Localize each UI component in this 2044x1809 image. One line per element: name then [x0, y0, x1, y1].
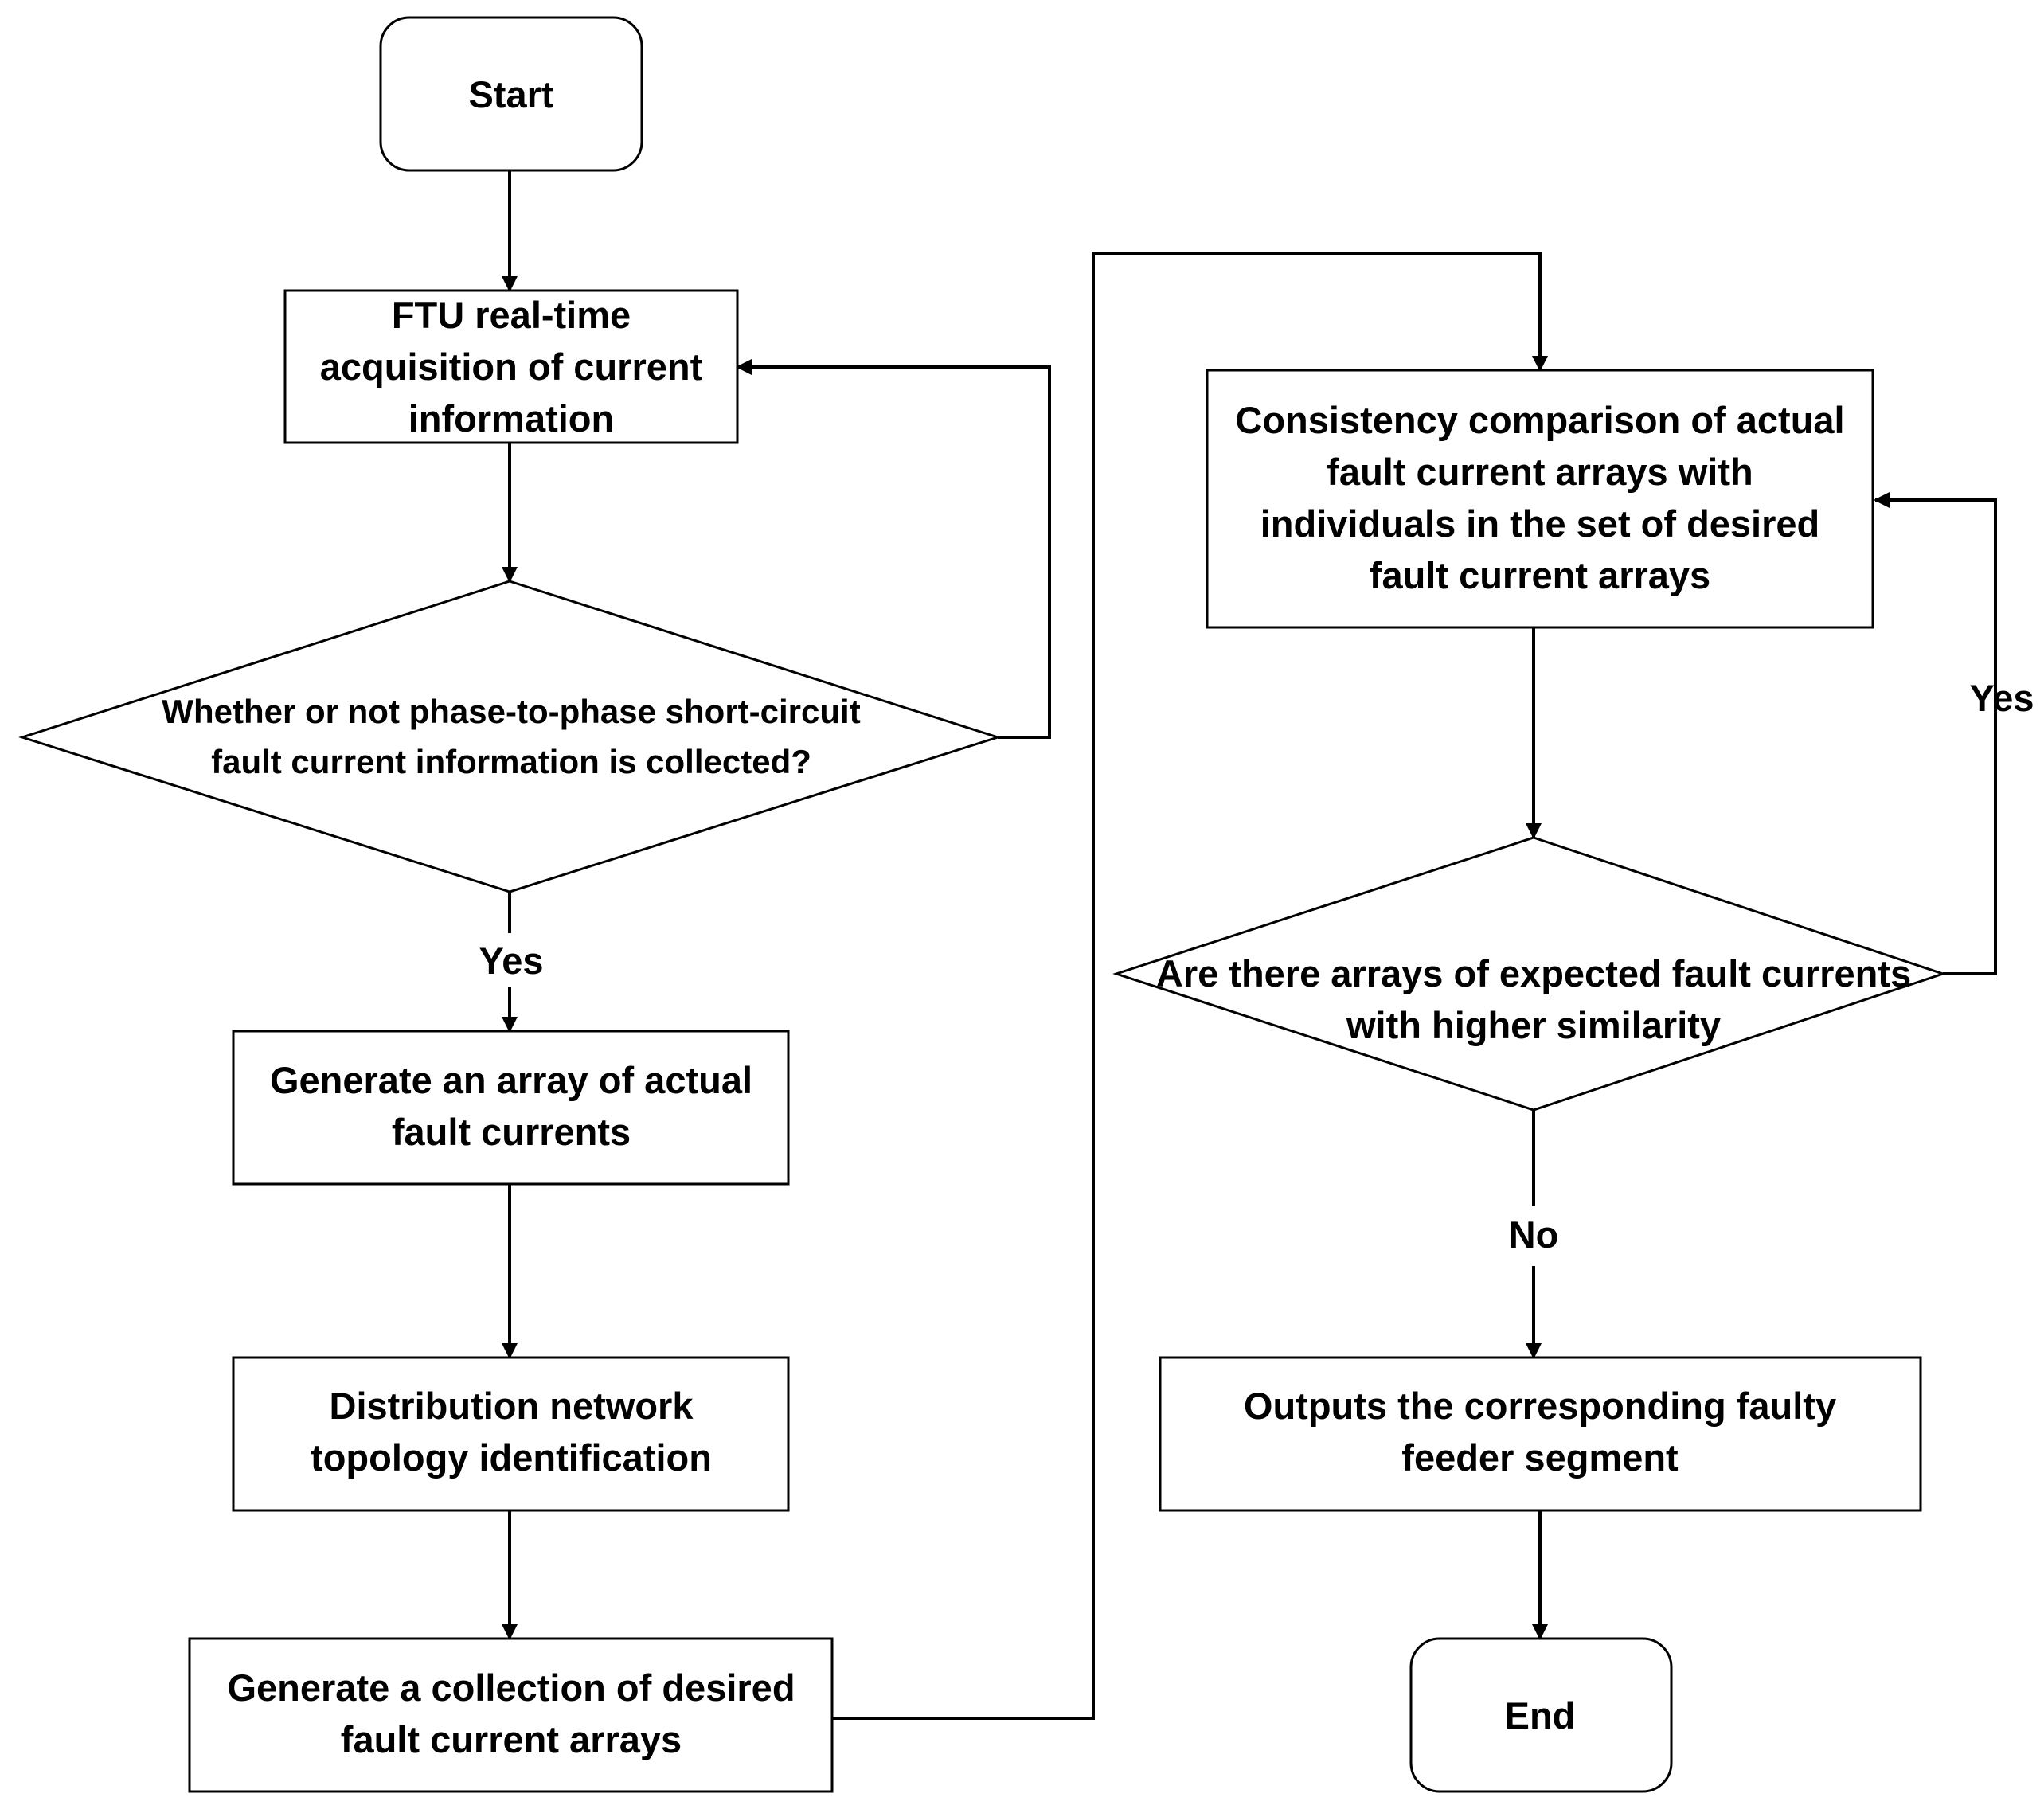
outputs-segment-box: Outputs the corresponding faulty feeder … — [1159, 1356, 1922, 1512]
arrow-desired-to-consistency — [832, 252, 1548, 1720]
end-node: End — [1409, 1637, 1673, 1793]
ftu-line-2: acquisition of current — [320, 346, 703, 388]
generate-desired-box: Generate a collection of desired fault c… — [188, 1637, 834, 1793]
yes-label-right: Yes — [1969, 677, 2034, 719]
arrow-similarity-yes-loop-to-consistency — [1874, 492, 1997, 975]
yes-label-left: Yes — [479, 940, 543, 982]
outputs-line-2: feeder segment — [1401, 1436, 1679, 1479]
consistency-line-1: Consistency comparison of actual — [1235, 399, 1844, 441]
generate-actual-line-1: Generate an array of actual — [270, 1059, 752, 1101]
arrow-decision-no-loop-to-ftu — [736, 359, 1051, 739]
end-label: End — [1505, 1694, 1576, 1737]
connectors — [502, 170, 1997, 1720]
ftu-line-1: FTU real-time — [392, 294, 631, 336]
start-label: Start — [468, 73, 553, 115]
consistency-line-2: fault current arrays with — [1327, 451, 1753, 493]
decision-collected-line-2: fault current information is collected? — [211, 743, 811, 780]
decision-collected-line-1: Whether or not phase-to-phase short-circ… — [162, 693, 860, 730]
consistency-line-4: fault current arrays — [1370, 554, 1710, 596]
decision-similarity-line-1: Are there arrays of expected fault curre… — [1156, 952, 1911, 994]
decision-fault-collected: Whether or not phase-to-phase short-circ… — [18, 580, 1002, 893]
ftu-acquisition-box: FTU real-time acquisition of current inf… — [283, 289, 739, 444]
decision-higher-similarity: Are there arrays of expected fault curre… — [1112, 836, 1947, 1112]
consistency-comparison-box: Consistency comparison of actual fault c… — [1206, 369, 1874, 629]
decision-similarity-line-2: with higher similarity — [1346, 1004, 1721, 1046]
start-node: Start — [379, 16, 643, 172]
topology-line-2: topology identification — [311, 1436, 712, 1479]
topology-line-1: Distribution network — [330, 1385, 694, 1427]
no-label: No — [1509, 1213, 1559, 1256]
generate-desired-line-1: Generate a collection of desired — [227, 1666, 795, 1709]
generate-actual-line-2: fault currents — [392, 1111, 631, 1153]
ftu-line-3: information — [408, 397, 614, 440]
consistency-line-3: individuals in the set of desired — [1260, 502, 1820, 545]
generate-actual-box: Generate an array of actual fault curren… — [232, 1030, 790, 1186]
outputs-line-1: Outputs the corresponding faulty — [1244, 1385, 1836, 1427]
generate-desired-line-2: fault current arrays — [341, 1718, 682, 1760]
topology-box: Distribution network topology identifica… — [232, 1356, 790, 1512]
